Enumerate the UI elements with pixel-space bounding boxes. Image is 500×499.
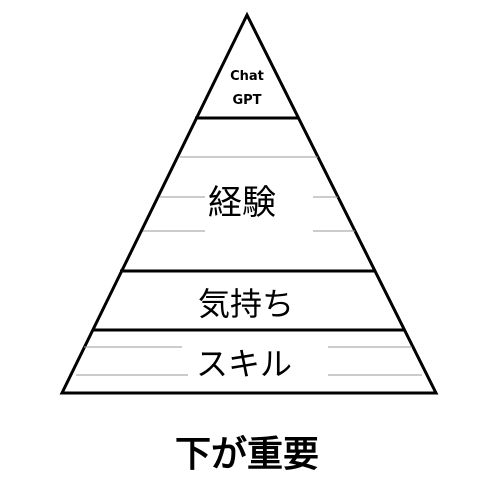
tier3-label: 気持ち [198, 285, 294, 323]
tier2-label: 経験 [208, 183, 276, 223]
top-tier-label-line2: GPT [232, 93, 261, 108]
caption: 下が重要 [175, 434, 319, 475]
tier4-label: スキル [196, 345, 292, 383]
top-tier-label-line1: Chat [230, 69, 264, 84]
pyramid-outline [59, 11, 439, 395]
